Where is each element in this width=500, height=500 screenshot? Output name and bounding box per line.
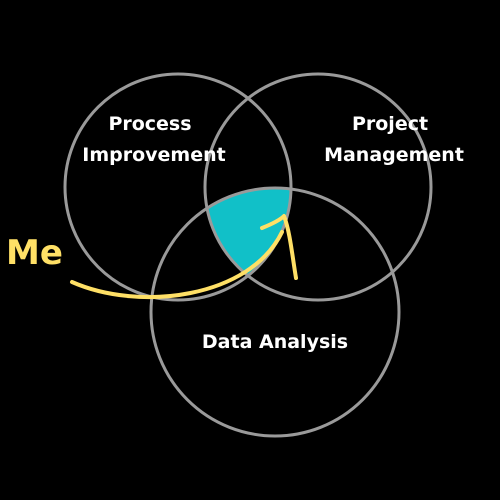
label-me: Me [6, 233, 63, 273]
circle-process-improvement [63, 72, 293, 302]
label-project-line1: Project [352, 113, 428, 135]
arrow-head-icon [260, 214, 298, 280]
label-project-line2: Management [324, 144, 464, 166]
label-process-line1: Process [108, 113, 191, 135]
label-process-line2: Improvement [82, 144, 225, 166]
circle-project-management [203, 72, 433, 302]
label-data-analysis: Data Analysis [202, 331, 348, 353]
circle-data-analysis [149, 186, 401, 438]
pointer-arrow [70, 230, 284, 299]
